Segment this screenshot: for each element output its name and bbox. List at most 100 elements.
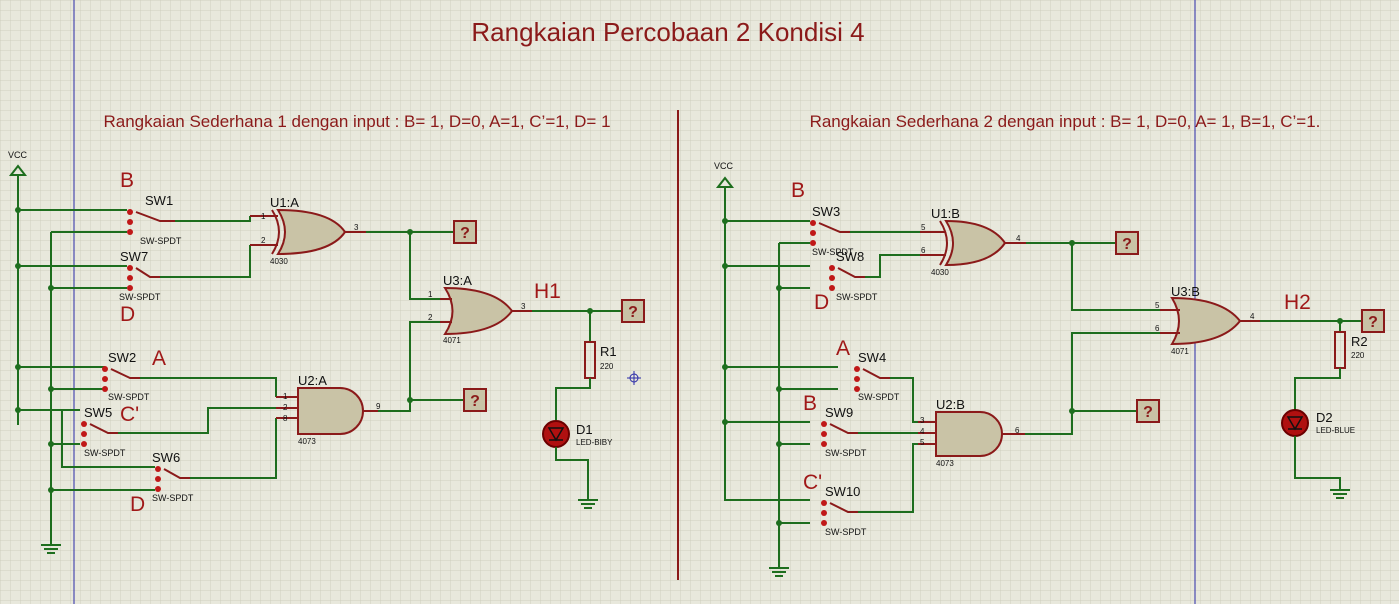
u3b-pin4: 4	[1250, 312, 1255, 321]
sw7-name: SW7	[120, 249, 148, 264]
sw6-input: D	[130, 493, 145, 516]
switch-sw8[interactable]: SW8 SW-SPDT D	[814, 249, 878, 314]
ground-right	[769, 567, 789, 577]
gate-u2a-and[interactable]: U2:A 4073 1 2 8 9	[283, 373, 381, 446]
r1-value: 220	[600, 362, 614, 371]
u3b-pin5: 5	[1155, 301, 1160, 310]
u2b-pin6: 6	[1015, 426, 1020, 435]
u1a-pin1: 1	[261, 212, 266, 221]
switch-sw4[interactable]: SW4 SW-SPDT A	[836, 337, 900, 402]
gate-u1b-xor[interactable]: U1:B 4030 5 6 4	[921, 206, 1021, 277]
u3b-name: U3:B	[1171, 284, 1200, 299]
sw3-type: SW-SPDT	[812, 247, 854, 257]
switch-sw9[interactable]: SW9 SW-SPDT B	[803, 392, 867, 458]
u2b-pin3: 3	[920, 416, 925, 425]
sw7-type: SW-SPDT	[119, 292, 161, 302]
switch-sw10[interactable]: SW10 SW-SPDT C'	[803, 471, 867, 537]
vcc-label-left: VCC	[8, 150, 28, 160]
r1-name: R1	[600, 344, 617, 359]
probe-h1-value: ?	[628, 304, 638, 321]
u3b-pin6: 6	[1155, 324, 1160, 333]
sw8-name: SW8	[836, 249, 864, 264]
led-d1[interactable]: D1 LED-BIBY	[542, 420, 613, 448]
u2b-pin4: 4	[920, 427, 925, 436]
output-h1-label: H1	[534, 280, 561, 303]
output-h2-label: H2	[1284, 291, 1311, 314]
sw5-input: C'	[120, 403, 139, 426]
sw6-type: SW-SPDT	[152, 493, 194, 503]
u1b-pin4: 4	[1016, 234, 1021, 243]
switch-sw2[interactable]: SW2 SW-SPDT A	[102, 347, 166, 402]
left-subtitle: Rangkaian Sederhana 1 dengan input : B= …	[103, 112, 610, 131]
right-circuit: VCC SW3 SW-SPDT B SW8 SW-SPDT D SW4 SW-S…	[714, 161, 1385, 577]
probe-u2a-value: ?	[470, 393, 480, 410]
logic-probe-h1[interactable]: ?	[621, 299, 645, 323]
u3a-part: 4071	[443, 336, 461, 345]
gate-u3a-or[interactable]: U3:A 4071 1 2 3	[428, 273, 526, 345]
d1-type: LED-BIBY	[576, 438, 613, 447]
switch-sw1[interactable]: SW1 SW-SPDT B	[120, 169, 182, 246]
r2-value: 220	[1351, 351, 1365, 360]
probe-u1a-value: ?	[460, 225, 470, 242]
u2b-pin5: 5	[920, 438, 925, 447]
u2b-part: 4073	[936, 459, 954, 468]
ground-left	[41, 544, 61, 554]
cursor-crosshair-icon	[627, 371, 641, 385]
led-d2[interactable]: D2 LED-BLUE	[1281, 409, 1355, 437]
sw2-input: A	[152, 347, 166, 370]
u1b-pin6: 6	[921, 246, 926, 255]
u2a-name: U2:A	[298, 373, 327, 388]
switch-sw7[interactable]: SW7 SW-SPDT D	[119, 249, 161, 326]
logic-probe-u2b[interactable]: ?	[1136, 399, 1160, 423]
sw9-name: SW9	[825, 405, 853, 420]
sw3-input: B	[791, 179, 805, 202]
sw10-type: SW-SPDT	[825, 527, 867, 537]
ground-d2	[1330, 489, 1350, 499]
d2-name: D2	[1316, 410, 1333, 425]
sw8-type: SW-SPDT	[836, 292, 878, 302]
gate-u2b-and[interactable]: U2:B 4073 3 4 5 6	[920, 397, 1020, 468]
logic-probe-h2[interactable]: ?	[1361, 309, 1385, 333]
sw2-name: SW2	[108, 350, 136, 365]
u1b-part: 4030	[931, 268, 949, 277]
logic-probe-u1a[interactable]: ?	[453, 220, 477, 244]
sw8-input: D	[814, 291, 829, 314]
sw10-input: C'	[803, 471, 822, 494]
sw10-name: SW10	[825, 484, 860, 499]
switch-sw3[interactable]: SW3 SW-SPDT B	[791, 179, 854, 257]
ground-d1	[578, 499, 598, 509]
u1a-pin2: 2	[261, 236, 266, 245]
sw5-name: SW5	[84, 405, 112, 420]
u2b-name: U2:B	[936, 397, 965, 412]
gate-u3b-or[interactable]: U3:B 4071 5 6 4	[1155, 284, 1255, 356]
u1a-part: 4030	[270, 257, 288, 266]
resistor-r2[interactable]: R2 220	[1334, 331, 1368, 369]
d1-name: D1	[576, 422, 593, 437]
u2a-pin8: 8	[283, 414, 288, 423]
gate-u1a-xor[interactable]: U1:A 4030 1 2 3	[261, 195, 359, 266]
switch-sw5[interactable]: SW5 SW-SPDT C'	[81, 403, 139, 458]
u3a-pin1: 1	[428, 290, 433, 299]
u2a-part: 4073	[298, 437, 316, 446]
switch-sw6[interactable]: SW6 SW-SPDT D	[130, 450, 194, 516]
left-circuit: VCC SW1 SW-SPDT B SW7 SW-SPDT D SW2 SW-	[8, 150, 645, 554]
sw1-name: SW1	[145, 193, 173, 208]
u3a-pin3: 3	[521, 302, 526, 311]
u3a-pin2: 2	[428, 313, 433, 322]
u3a-name: U3:A	[443, 273, 472, 288]
sw7-input: D	[120, 303, 135, 326]
right-subtitle: Rangkaian Sederhana 2 dengan input : B= …	[810, 112, 1321, 131]
u1a-name: U1:A	[270, 195, 299, 210]
logic-probe-u2a[interactable]: ?	[463, 388, 487, 412]
sw4-input: A	[836, 337, 850, 360]
sw2-type: SW-SPDT	[108, 392, 150, 402]
sw1-type: SW-SPDT	[140, 236, 182, 246]
logic-probe-u1b[interactable]: ?	[1115, 231, 1139, 255]
u3b-part: 4071	[1171, 347, 1189, 356]
probe-u1b-value: ?	[1122, 236, 1132, 253]
sw9-type: SW-SPDT	[825, 448, 867, 458]
d2-type: LED-BLUE	[1316, 426, 1355, 435]
sw5-type: SW-SPDT	[84, 448, 126, 458]
probe-u2b-value: ?	[1143, 404, 1153, 421]
